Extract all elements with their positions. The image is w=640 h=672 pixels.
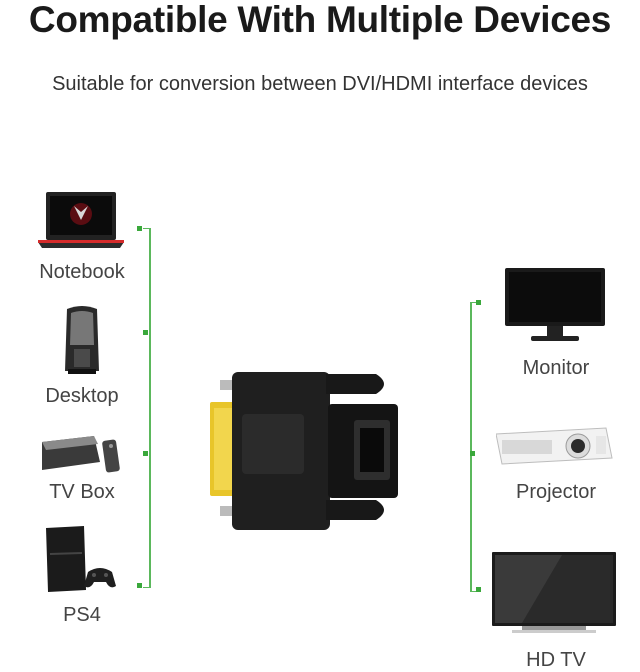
right-bracket-line bbox=[470, 302, 478, 592]
left-device-label-notebook: Notebook bbox=[39, 261, 125, 283]
laptop-icon bbox=[38, 190, 124, 250]
dvi-hdmi-adapter-icon bbox=[208, 362, 398, 534]
ps4-console-icon bbox=[44, 524, 118, 594]
page-subtitle: Suitable for conversion between DVI/HDMI… bbox=[52, 73, 588, 95]
right-dot-3 bbox=[476, 587, 481, 592]
left-device-label-ps4: PS4 bbox=[63, 604, 101, 626]
left-dot-2 bbox=[143, 330, 148, 335]
right-device-label-projector: Projector bbox=[515, 481, 597, 503]
left-dot-1 bbox=[137, 226, 142, 231]
hd-tv-icon bbox=[492, 552, 616, 636]
right-device-label-hd-tv: HD TV bbox=[526, 649, 586, 671]
right-device-label-monitor: Monitor bbox=[522, 357, 590, 379]
page-title: Compatible With Multiple Devices bbox=[28, 0, 612, 40]
tv-box-icon bbox=[38, 432, 126, 474]
left-device-label-tv-box: TV Box bbox=[49, 481, 115, 503]
monitor-icon bbox=[505, 268, 605, 344]
left-dot-3 bbox=[143, 451, 148, 456]
left-bracket-line bbox=[143, 228, 151, 588]
left-dot-4 bbox=[137, 583, 142, 588]
right-dot-1 bbox=[476, 300, 481, 305]
left-device-label-desktop: Desktop bbox=[45, 385, 119, 407]
projector-icon bbox=[496, 424, 614, 468]
desktop-tower-icon bbox=[62, 305, 102, 375]
right-dot-2 bbox=[470, 451, 475, 456]
